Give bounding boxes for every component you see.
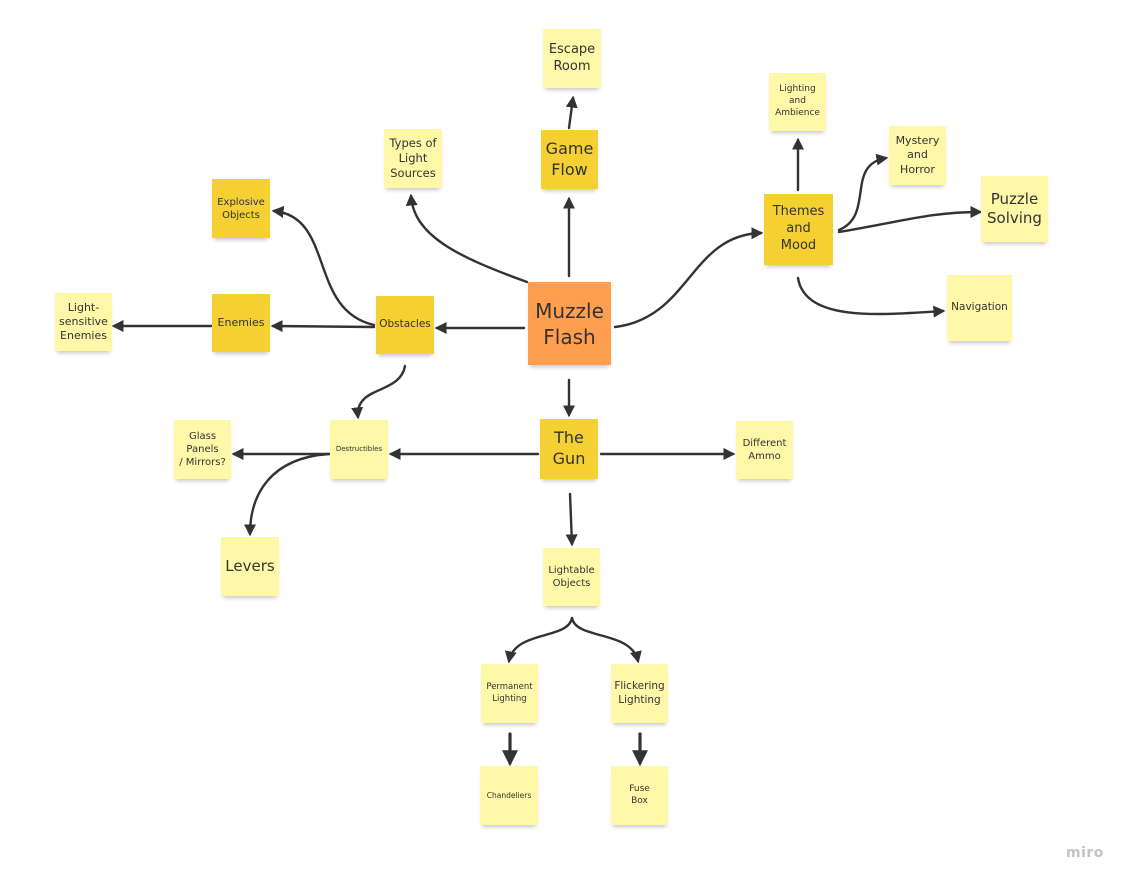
connector-obstacles-to-destructibles — [351, 364, 407, 420]
note-game-flow[interactable]: Game Flow — [541, 130, 598, 189]
note-types-of-light-sources[interactable]: Types of Light Sources — [384, 129, 442, 188]
note-fuse-box[interactable]: Fuse Box — [611, 766, 668, 825]
central-note-muzzle-flash[interactable]: Muzzle Flash — [528, 282, 611, 365]
note-enemies[interactable]: Enemies — [212, 294, 270, 352]
note-lightable-objects[interactable]: Lightable Objects — [543, 548, 600, 606]
note-puzzle-solving[interactable]: Puzzle Solving — [981, 176, 1048, 242]
note-chandeliers[interactable]: Chandeliers — [480, 766, 538, 825]
connector-muzzle-to-types — [405, 193, 529, 284]
connector-destructibles-to-levers — [244, 452, 331, 537]
note-levers[interactable]: Levers — [221, 537, 279, 596]
note-navigation[interactable]: Navigation — [947, 275, 1012, 341]
note-light-sensitive-enemies[interactable]: Light- sensitive Enemies — [55, 293, 112, 351]
connector-gun-to-lightable — [565, 492, 578, 547]
note-mystery-and-horror[interactable]: Mystery and Horror — [889, 126, 946, 185]
connector-lightable-to-permanent — [504, 616, 574, 664]
note-escape-room[interactable]: Escape Room — [543, 29, 601, 88]
connector-lightable-to-flickering — [570, 616, 642, 664]
note-permanent-lighting[interactable]: Permanent Lighting — [481, 664, 538, 723]
note-themes-and-mood[interactable]: Themes and Mood — [764, 194, 833, 265]
note-explosive-objects[interactable]: Explosive Objects — [212, 179, 270, 238]
note-different-ammo[interactable]: Different Ammo — [736, 421, 793, 479]
connector-gameflow-to-escape — [565, 95, 578, 130]
connector-themes-to-mystery — [837, 153, 889, 232]
note-the-gun[interactable]: The Gun — [540, 419, 598, 479]
note-lighting-and-ambience[interactable]: Lighting and Ambience — [769, 73, 826, 131]
connector-themes-to-puzzle — [837, 206, 983, 234]
note-destructibles[interactable]: Destructibles — [330, 420, 388, 479]
note-glass-panels-mirrors[interactable]: Glass Panels / Mirrors? — [174, 420, 231, 479]
connector-themes-to-navigation — [796, 276, 946, 318]
connector-obstacles-to-enemies — [270, 320, 376, 333]
note-obstacles[interactable]: Obstacles — [376, 296, 434, 354]
miro-watermark: miro — [1066, 845, 1104, 861]
note-flickering-lighting[interactable]: Flickering Lighting — [611, 664, 668, 723]
connector-muzzle-to-themes — [613, 227, 764, 329]
connector-obstacles-to-explosive — [271, 205, 376, 327]
